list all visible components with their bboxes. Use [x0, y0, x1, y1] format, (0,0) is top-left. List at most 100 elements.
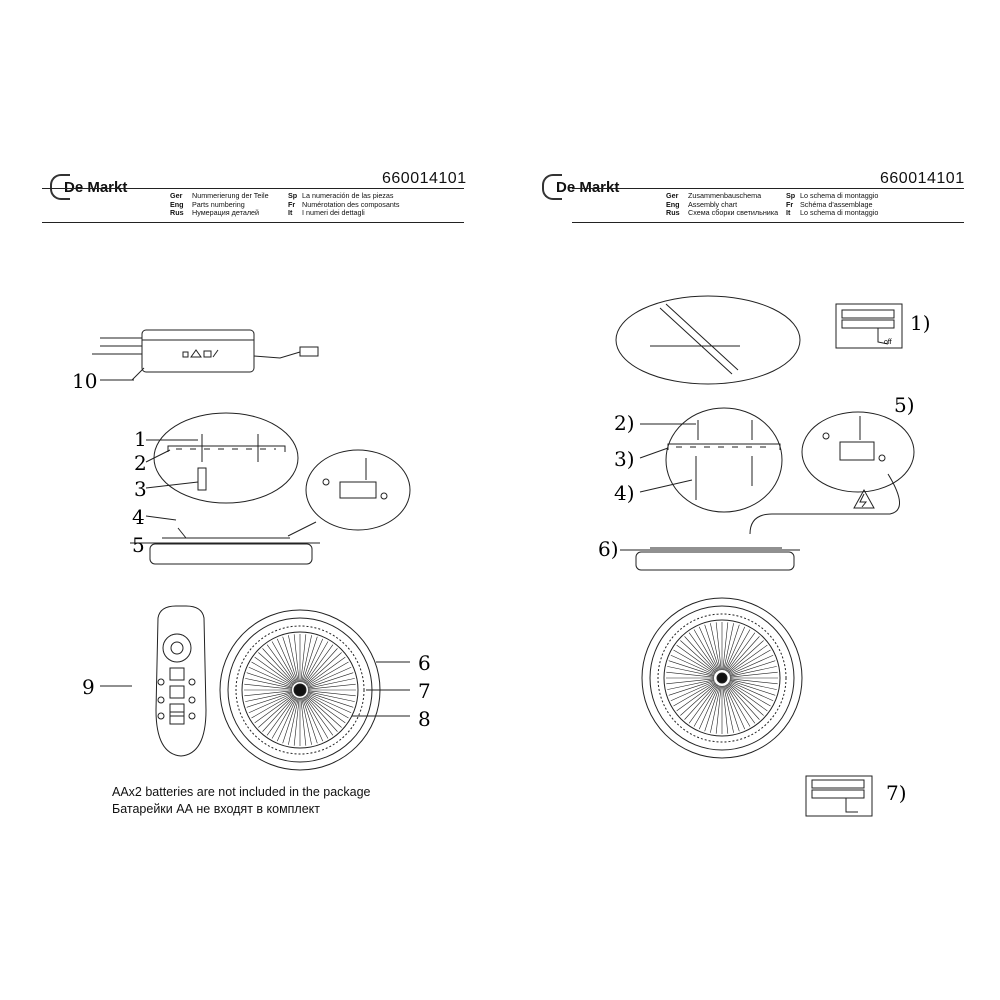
diffuser-ray [680, 683, 717, 716]
diffuser-ray [251, 661, 294, 687]
diffuser-ray [306, 693, 349, 719]
diffuser-ray [667, 666, 715, 677]
leader-10 [131, 367, 145, 381]
document-number: 660014101 [382, 170, 467, 187]
diffuser-ray [724, 626, 746, 671]
lamp-side-view [620, 547, 800, 571]
header-top-rule [42, 188, 464, 189]
callout-4: 4) [614, 481, 635, 505]
diffuser-ray [266, 696, 296, 736]
leaders-6-8 [352, 661, 410, 717]
diffuser-ray [306, 661, 349, 687]
diffuser-ray [666, 671, 715, 678]
diffuser-ray [251, 693, 294, 719]
diffuser-ray [729, 660, 776, 676]
diffuser-ray [704, 685, 720, 732]
diffuser-ray [698, 626, 720, 671]
diffuser-ray [729, 679, 777, 690]
diffuser-ray [725, 684, 751, 727]
diffuser-ray [673, 649, 716, 675]
diffuser-ray [282, 697, 298, 744]
parts-diagram: 1 2 3 4 5 6 7 8 9 10 [72, 329, 431, 771]
diffuser-ray [305, 695, 342, 728]
diffuser-ray [258, 695, 295, 728]
terminal-connection-detail [749, 411, 915, 535]
diffuser-ray [728, 644, 768, 674]
driver-symbols-icon [182, 349, 219, 358]
high-voltage-warning-icon [853, 488, 875, 509]
brand-name: De Markt [554, 178, 620, 196]
diffuser-ray [307, 678, 355, 689]
diffuser-ray [248, 692, 293, 714]
diffuser-ray [302, 638, 324, 683]
diffuser-ray [729, 666, 777, 677]
callout-1: 1 [134, 427, 147, 451]
wall-switch-off [835, 303, 903, 349]
diffuser-ray [245, 691, 293, 702]
diffuser-ray [693, 629, 719, 672]
header-bottom-rule [572, 222, 964, 223]
diffuser-ray [300, 634, 307, 683]
diffuser-ray [301, 697, 312, 745]
callout-3: 3) [614, 447, 635, 471]
diffuser-ray [688, 684, 718, 724]
diffuser-ray [725, 629, 751, 672]
callout-8: 8 [418, 707, 431, 731]
diffuser-ray [303, 641, 329, 684]
diffuser-ray [727, 683, 760, 720]
diffuser-ray [282, 636, 298, 683]
diffuser-ray [304, 644, 334, 684]
switch-off-label: off [884, 339, 892, 346]
diffuser-ray [276, 697, 298, 742]
diffuser-ray [307, 672, 354, 688]
diffuser-ray [727, 640, 764, 673]
leaders-2-4 [639, 423, 696, 493]
battery-note-ru: Батарейки АА не входят в комплект [112, 802, 321, 816]
diffuser-ray [254, 694, 294, 724]
diffuser-ray [729, 680, 774, 702]
diffuser-ray [668, 660, 715, 676]
lamp-side-view [130, 527, 320, 565]
diffuser-ray [306, 694, 346, 724]
diffuser-ray [307, 666, 352, 688]
diffuser-ray [722, 685, 729, 734]
diffuser-ray [723, 623, 734, 671]
diffuser-ray [670, 680, 715, 702]
leader-4 [145, 515, 177, 521]
diffuser-ray [288, 697, 299, 745]
diffuser-ray [246, 672, 293, 688]
callout-2: 2) [614, 411, 635, 435]
diffuser-ray [684, 683, 717, 720]
diffuser-ray [246, 692, 293, 708]
diffuser-ray [715, 685, 722, 734]
lamp-front-view [641, 597, 803, 759]
diffuser-ray [667, 679, 715, 690]
diffuser-ray [728, 649, 771, 675]
diffuser-ray [729, 678, 778, 685]
diffuser-ray [715, 622, 722, 671]
diffuser-ray [302, 697, 324, 742]
diffuser-ray [307, 692, 352, 714]
diffuser-ray [244, 683, 293, 690]
diffuser-ray [266, 644, 296, 684]
callout-10: 10 [72, 369, 97, 393]
callout-2: 2 [134, 451, 147, 475]
terminal-block-detail [287, 449, 411, 537]
document-number: 660014101 [880, 170, 965, 187]
callout-1: 1) [910, 311, 931, 335]
logo-mark-icon [542, 174, 562, 200]
callout-6: 6 [418, 651, 431, 675]
diffuser-ray [704, 624, 720, 671]
diffuser-ray [304, 696, 334, 736]
brand-name: De Markt [62, 178, 128, 196]
callout-3: 3 [134, 477, 147, 501]
leaders-1-3 [145, 439, 199, 489]
diffuser-ray [728, 682, 768, 712]
logo-mark-icon [50, 174, 70, 200]
header-top-rule [572, 188, 964, 189]
